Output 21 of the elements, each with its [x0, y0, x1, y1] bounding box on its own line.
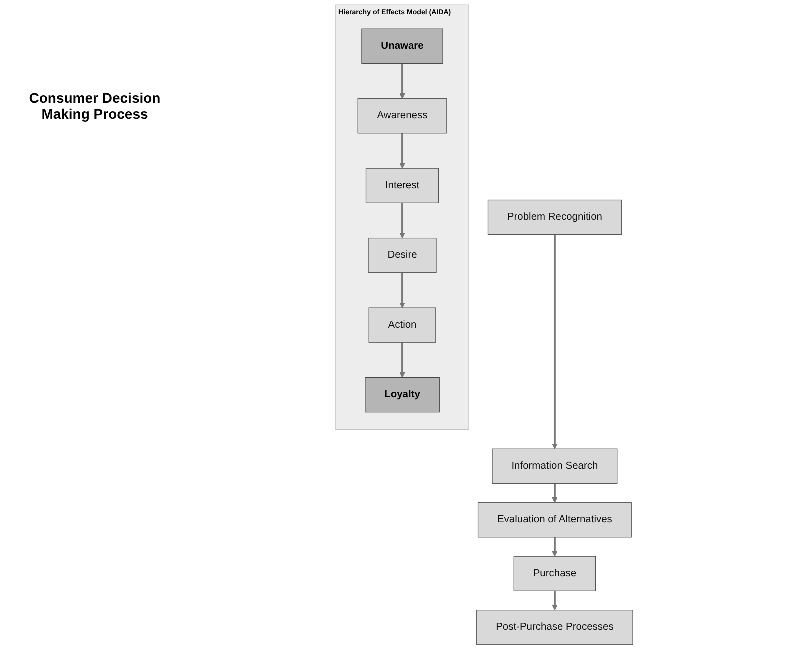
arrow	[552, 234, 558, 450]
node-box: Information Search	[492, 448, 618, 484]
node-box: Problem Recognition	[488, 200, 622, 236]
node-box: Desire	[368, 238, 437, 274]
column-heading: Consumer Decision Making Process	[28, 90, 162, 122]
arrow	[552, 484, 558, 504]
arrow	[400, 64, 406, 100]
arrow	[552, 537, 558, 557]
node-box: Post-Purchase Processes	[476, 610, 634, 646]
node-box: Evaluation of Alternatives	[478, 502, 632, 538]
node-box: Awareness	[358, 98, 448, 134]
arrow	[552, 591, 558, 611]
arrow	[400, 203, 406, 239]
arrow	[400, 133, 406, 169]
node-box: Loyalty	[365, 377, 440, 413]
node-box: Unaware	[362, 28, 444, 64]
node-box: Interest	[366, 168, 440, 204]
arrow	[400, 342, 406, 378]
node-box: Action	[368, 308, 436, 343]
node-box: Purchase	[514, 556, 596, 592]
arrow	[400, 272, 406, 308]
